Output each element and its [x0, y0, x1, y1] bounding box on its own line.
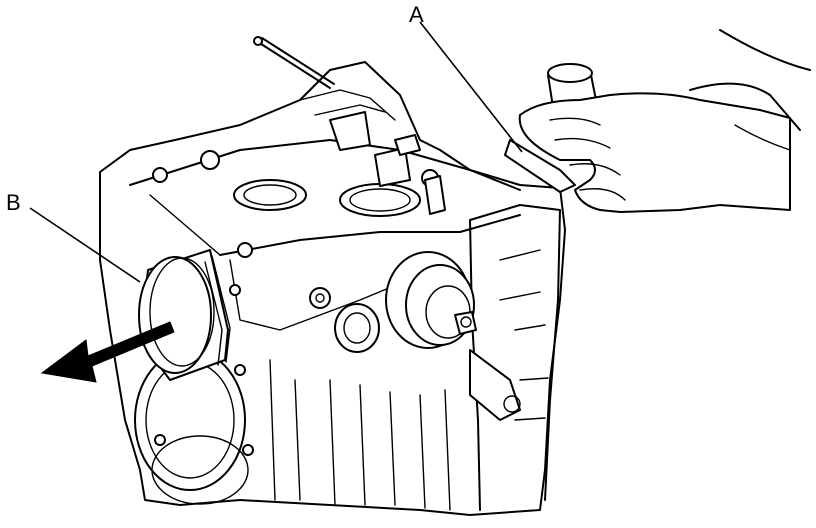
hand-with-hammer-handle	[504, 29, 811, 213]
pull-direction-arrow	[40, 321, 175, 383]
callout-a-label: A	[409, 2, 424, 27]
callout-a-leader	[419, 21, 523, 153]
callout-b-leader	[29, 207, 141, 283]
engine-block	[99, 36, 566, 516]
piston-b	[138, 249, 231, 381]
callout-b-label: B	[6, 190, 21, 215]
